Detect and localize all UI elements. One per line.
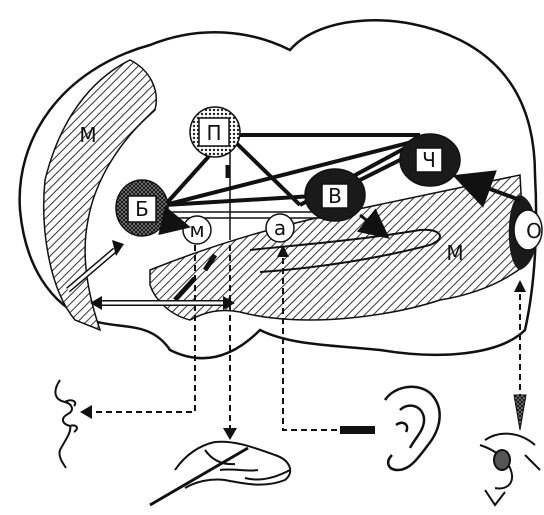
node-v: В [305, 169, 365, 221]
node-o-label: О [526, 219, 542, 243]
writing-hand-icon [150, 442, 290, 505]
node-v-label: В [328, 184, 342, 208]
node-m-label: м [189, 218, 204, 242]
ear-icon [385, 387, 440, 470]
memory-label-upper: М [79, 123, 96, 147]
node-p-label: П [206, 121, 221, 145]
node-p: П [190, 107, 240, 157]
node-b: Б [116, 180, 168, 236]
node-ch: Ч [400, 134, 460, 186]
node-m-small: м [183, 216, 211, 244]
lips-icon [55, 380, 77, 468]
node-a: а [266, 214, 294, 242]
memory-label-right: М [446, 241, 463, 265]
node-a-label: а [274, 216, 286, 240]
node-ch-label: Ч [422, 148, 436, 172]
eye-icon [480, 434, 540, 505]
node-b-label: Б [135, 197, 149, 221]
